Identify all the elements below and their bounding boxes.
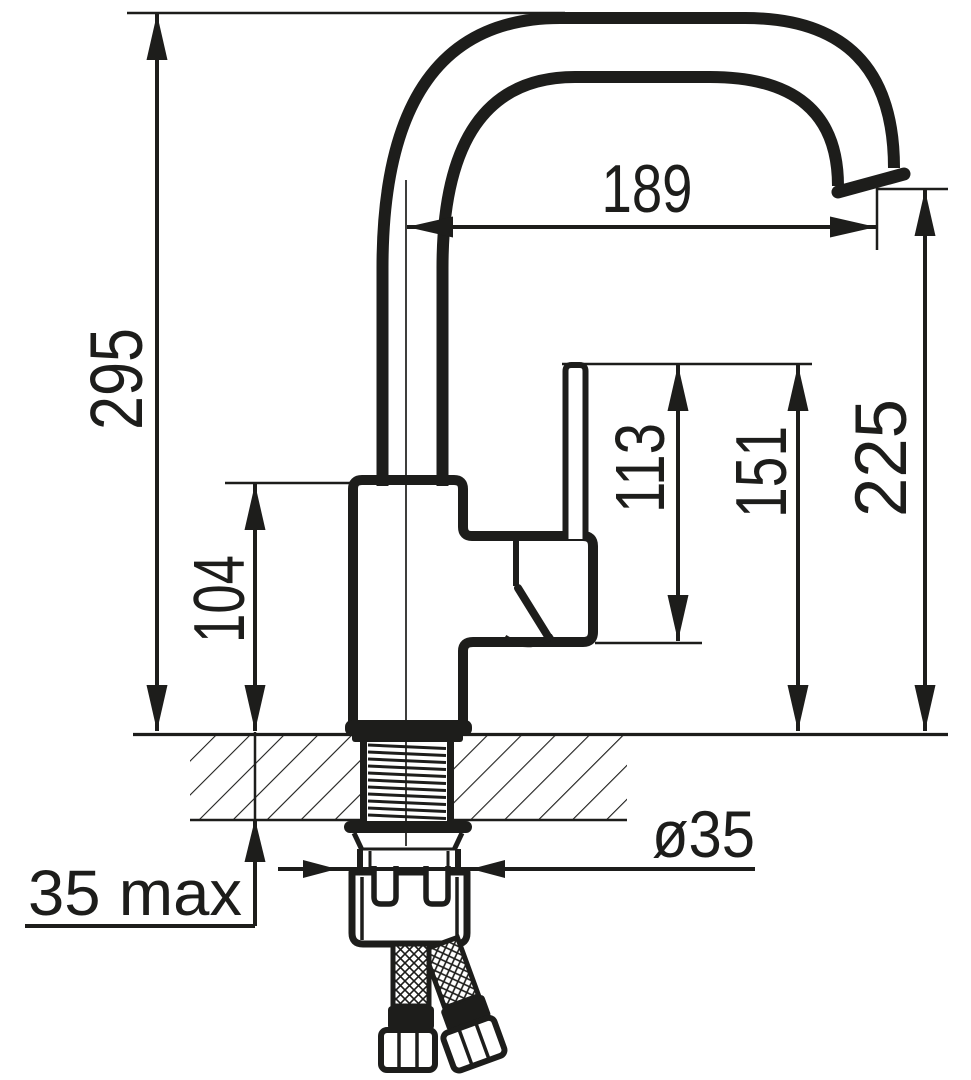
mounting-washer — [344, 821, 472, 852]
arrowhead-outlet-top — [914, 190, 936, 236]
base-flange-lip — [352, 733, 463, 742]
arrowhead-handle-span-top — [667, 365, 689, 411]
spout-outer-wall — [376, 12, 900, 486]
arrowhead-handle-height-bottom — [787, 685, 809, 731]
arrowhead-reach-right — [830, 216, 876, 238]
hose-collar-right — [441, 995, 491, 1032]
dim-deck-thickness-label: 35 max — [28, 857, 242, 929]
arrowhead-overall-top — [146, 14, 168, 60]
faucet-body-outline — [348, 475, 598, 727]
dim-handle-height-label: 151 — [722, 426, 802, 518]
arrowhead-handle-span-bottom — [667, 595, 689, 641]
handle-lever — [562, 362, 589, 539]
hose-collar-left — [388, 1006, 434, 1030]
threaded-shank — [360, 741, 454, 821]
dim-handle-span-label: 113 — [601, 423, 679, 513]
dim-base-height-label: 104 — [180, 555, 260, 643]
thread-lines — [367, 743, 447, 820]
dim-hole-diameter-label: ø35 — [652, 797, 755, 871]
arrowhead-deck-thickness — [244, 819, 266, 862]
hose-braid-left — [390, 941, 432, 1009]
dim-overall-height-label: 295 — [75, 328, 158, 430]
base-flange — [345, 720, 472, 736]
dim-outlet-height-label: 225 — [841, 399, 922, 517]
arrowhead-handle-height-top — [787, 365, 809, 411]
spout-inner-wall — [436, 71, 844, 486]
mounting-assembly — [344, 720, 472, 948]
dim-spout-reach-label: 189 — [602, 151, 693, 227]
nut-slot-left — [371, 866, 399, 907]
handle-pivot-diagonal — [514, 584, 553, 642]
faucet-outline — [348, 12, 911, 727]
mounting-nut — [348, 866, 471, 948]
hose-braid-right — [420, 934, 482, 1012]
extension-lines — [127, 11, 948, 846]
arrowhead-base-bottom — [244, 685, 266, 731]
dimension-labels: 295 189 104 113 151 225 ø35 35 max — [28, 151, 922, 929]
arrowhead-diameter-right — [471, 860, 505, 878]
arrowhead-base-top — [244, 484, 266, 530]
washer-side-right — [451, 831, 465, 852]
countertop-hatch-left — [190, 736, 362, 820]
hose-nut-right-facet1 — [457, 1029, 474, 1065]
hose-nut-right-facet2 — [474, 1023, 491, 1059]
spout-mouth-face — [831, 167, 911, 199]
nut-slot-right — [423, 866, 451, 907]
supply-hose-right — [420, 934, 508, 1074]
arrowhead-overall-bottom — [146, 685, 168, 731]
supply-hose-left — [378, 941, 438, 1073]
dimension-lines — [25, 14, 936, 928]
arrowhead-reach-left — [407, 216, 453, 238]
arrowhead-outlet-bottom — [914, 685, 936, 731]
countertop-section — [133, 732, 948, 822]
washer-side-left — [351, 831, 365, 852]
hose-nut-left — [378, 1027, 438, 1073]
supply-hoses — [378, 934, 508, 1074]
countertop-hatch-right — [452, 736, 627, 820]
handle-pivot-arc — [503, 633, 555, 648]
arrowhead-diameter-left — [303, 860, 337, 878]
